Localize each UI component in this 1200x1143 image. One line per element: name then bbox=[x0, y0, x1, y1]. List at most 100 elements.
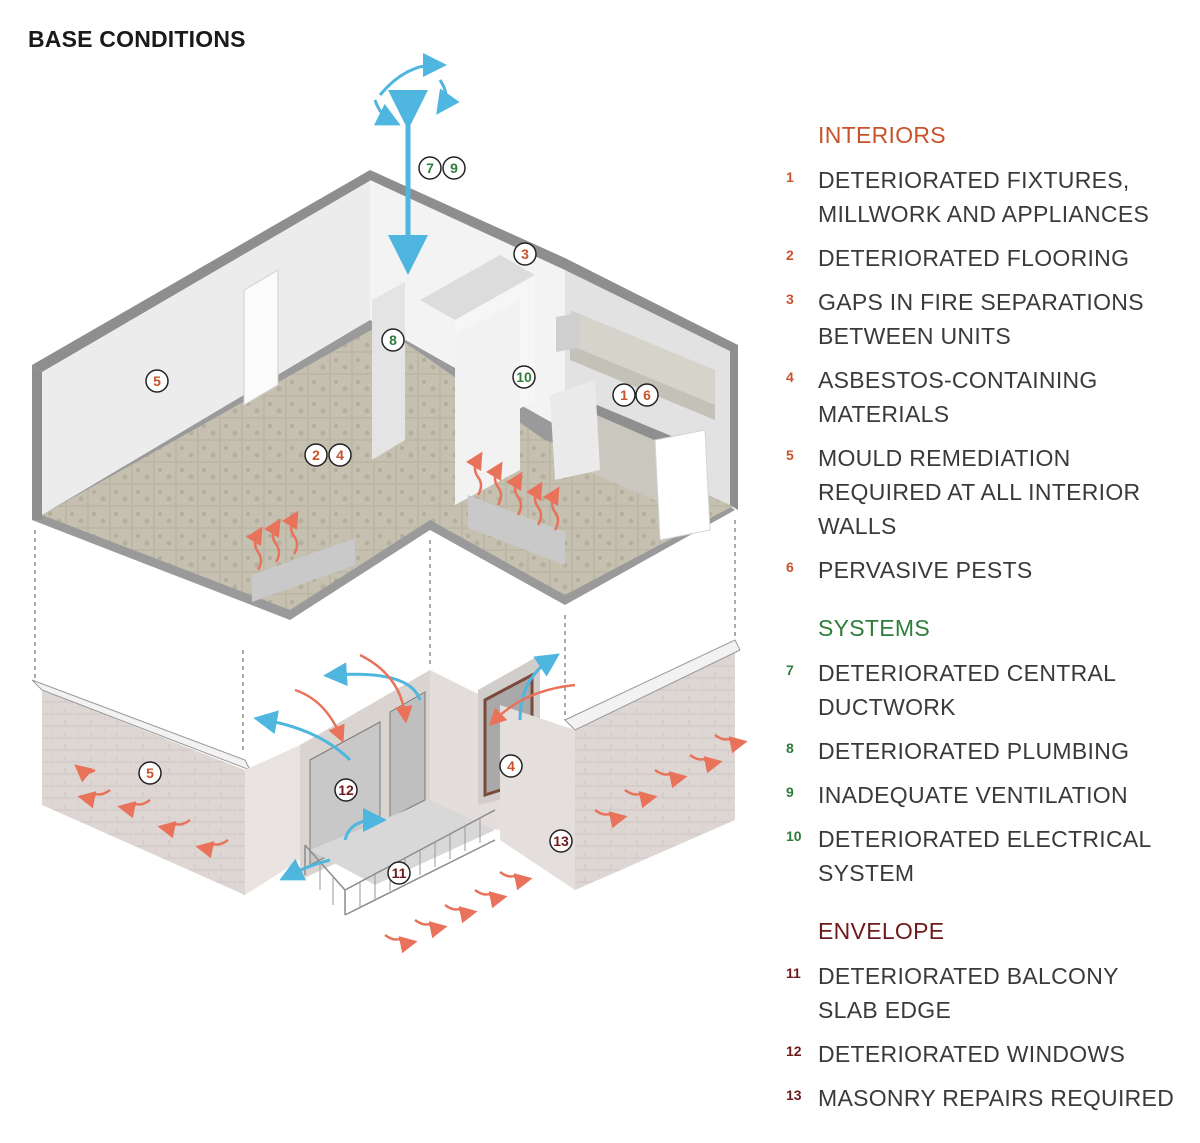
callout-marker-label: 10 bbox=[516, 369, 532, 385]
callout-marker-6: 6 bbox=[635, 383, 659, 407]
legend-item-line: DETERIORATED FIXTURES, bbox=[818, 167, 1130, 193]
legend-item-line: MOULD REMEDIATION bbox=[818, 445, 1071, 471]
callout-marker-12: 12 bbox=[334, 778, 358, 802]
callout-marker-10: 10 bbox=[512, 365, 536, 389]
legend-item-number: 12 bbox=[786, 1043, 802, 1059]
legend-item-line: DETERIORATED ELECTRICAL bbox=[818, 826, 1152, 852]
callout-marker-circle bbox=[549, 829, 573, 853]
callout-marker-3: 3 bbox=[513, 242, 537, 266]
legend-item-line: MASONRY REPAIRS REQUIRED bbox=[818, 1085, 1175, 1111]
legend-item-number: 2 bbox=[786, 247, 794, 263]
legend-item-line: REQUIRED AT ALL INTERIOR bbox=[818, 479, 1141, 505]
legend-item-11: 11 DETERIORATED BALCONY SLAB EDGE bbox=[786, 959, 1186, 1027]
legend-item-number: 10 bbox=[786, 828, 802, 844]
callout-marker-circle bbox=[138, 761, 162, 785]
legend-item-number: 4 bbox=[786, 369, 794, 385]
legend-item-text: DETERIORATED WINDOWS bbox=[818, 1037, 1125, 1071]
callout-marker-circle bbox=[145, 369, 169, 393]
legend-item-text: DETERIORATED BALCONY SLAB EDGE bbox=[818, 959, 1119, 1027]
callout-marker-circle bbox=[304, 443, 328, 467]
callout-marker-circle bbox=[381, 328, 405, 352]
legend-item-line: WALLS bbox=[818, 513, 897, 539]
legend-item-number: 6 bbox=[786, 559, 794, 575]
legend-item-text: DETERIORATED CENTRAL DUCTWORK bbox=[818, 656, 1116, 724]
callout-marker-8: 8 bbox=[381, 328, 405, 352]
callout-marker-9: 9 bbox=[442, 156, 466, 180]
legend-item-line: SLAB EDGE bbox=[818, 997, 952, 1023]
legend-item-number: 7 bbox=[786, 662, 794, 678]
callout-marker-4: 4 bbox=[499, 754, 523, 778]
callout-marker-label: 3 bbox=[521, 246, 529, 262]
legend-items-envelope: 11 DETERIORATED BALCONY SLAB EDGE 12 DETERIO… bbox=[786, 959, 1186, 1115]
legend-item-line: DETERIORATED WINDOWS bbox=[818, 1041, 1126, 1067]
callout-marker-circle bbox=[387, 861, 411, 885]
callout-marker-circle bbox=[499, 754, 523, 778]
callout-marker-label: 5 bbox=[153, 373, 161, 389]
callout-marker-label: 11 bbox=[392, 865, 407, 881]
legend-item-text: INADEQUATE VENTILATION bbox=[818, 778, 1128, 812]
legend-item-text: DETERIORATED FLOORING bbox=[818, 241, 1129, 275]
radiator-right bbox=[468, 495, 565, 565]
interior-wall-left bbox=[42, 180, 370, 515]
callout-marker-1: 1 bbox=[612, 383, 636, 407]
legend-item-line: MILLWORK AND APPLIANCES bbox=[818, 201, 1150, 227]
legend-item-9: 9 INADEQUATE VENTILATION bbox=[786, 778, 1186, 812]
callout-marker-circle bbox=[512, 365, 536, 389]
callout-marker-label: 12 bbox=[338, 782, 354, 798]
legend-item-text: GAPS IN FIRE SEPARATIONS BETWEEN UNITS bbox=[818, 285, 1144, 353]
legend-item-3: 3 GAPS IN FIRE SEPARATIONS BETWEEN UNITS bbox=[786, 285, 1186, 353]
legend-item-6: 6 PERVASIVE PESTS bbox=[786, 553, 1186, 587]
legend-item-text: PERVASIVE PESTS bbox=[818, 553, 1033, 587]
callout-marker-5: 5 bbox=[145, 369, 169, 393]
callout-marker-label: 9 bbox=[450, 160, 458, 176]
callout-marker-circle bbox=[513, 242, 537, 266]
callout-marker-label: 1 bbox=[620, 387, 628, 403]
legend-item-1: 1 DETERIORATED FIXTURES, MILLWORK AND APPL… bbox=[786, 163, 1186, 231]
building-envelope bbox=[31, 639, 741, 916]
legend-item-line: DUCTWORK bbox=[818, 694, 956, 720]
legend-item-line: PERVASIVE PESTS bbox=[818, 557, 1033, 583]
legend-item-5: 5 MOULD REMEDIATION REQUIRED AT ALL INTERI… bbox=[786, 441, 1186, 543]
callout-marker-circle bbox=[334, 778, 358, 802]
callout-marker-circle bbox=[418, 156, 442, 180]
callout-marker-label: 6 bbox=[643, 387, 651, 403]
callout-marker-circle bbox=[635, 383, 659, 407]
legend-item-text: MOULD REMEDIATION REQUIRED AT ALL INTERIO… bbox=[818, 441, 1140, 543]
page-title: BASE CONDITIONS bbox=[28, 26, 246, 52]
legend-item-text: DETERIORATED PLUMBING bbox=[818, 734, 1129, 768]
legend-item-number: 9 bbox=[786, 784, 794, 800]
legend-item-line: GAPS IN FIRE SEPARATIONS bbox=[818, 289, 1144, 315]
legend-item-number: 11 bbox=[786, 965, 801, 981]
callout-marker-circle bbox=[442, 156, 466, 180]
legend-item-7: 7 DETERIORATED CENTRAL DUCTWORK bbox=[786, 656, 1186, 724]
heat-loss-arrows bbox=[74, 653, 748, 954]
legend-item-line: DETERIORATED CENTRAL bbox=[818, 660, 1117, 686]
legend-item-number: 1 bbox=[786, 169, 794, 185]
callout-marker-11: 11 bbox=[387, 861, 411, 885]
air-arrows-envelope bbox=[253, 653, 560, 881]
callout-marker-label: 4 bbox=[336, 447, 344, 463]
legend-item-number: 3 bbox=[786, 291, 794, 307]
radiator-left bbox=[252, 538, 355, 602]
heat-arrows-interior bbox=[245, 451, 560, 571]
legend-item-text: DETERIORATED FIXTURES, MILLWORK AND APPLI… bbox=[818, 163, 1149, 231]
callout-marker-label: 4 bbox=[507, 758, 515, 774]
legend-item-line: DETERIORATED BALCONY bbox=[818, 963, 1119, 989]
callout-marker-5: 5 bbox=[138, 761, 162, 785]
callout-marker-label: 2 bbox=[312, 447, 320, 463]
legend-item-line: BETWEEN UNITS bbox=[818, 323, 1012, 349]
legend-title-systems: SYSTEMS bbox=[818, 615, 931, 641]
legend-items-interiors: 1 DETERIORATED FIXTURES, MILLWORK AND APPL… bbox=[786, 163, 1186, 587]
legend-item-number: 5 bbox=[786, 447, 794, 463]
callout-marker-2: 2 bbox=[304, 443, 328, 467]
legend-item-12: 12 DETERIORATED WINDOWS bbox=[786, 1037, 1186, 1071]
legend-item-line: DETERIORATED PLUMBING bbox=[818, 738, 1130, 764]
callout-marker-circle bbox=[328, 443, 352, 467]
